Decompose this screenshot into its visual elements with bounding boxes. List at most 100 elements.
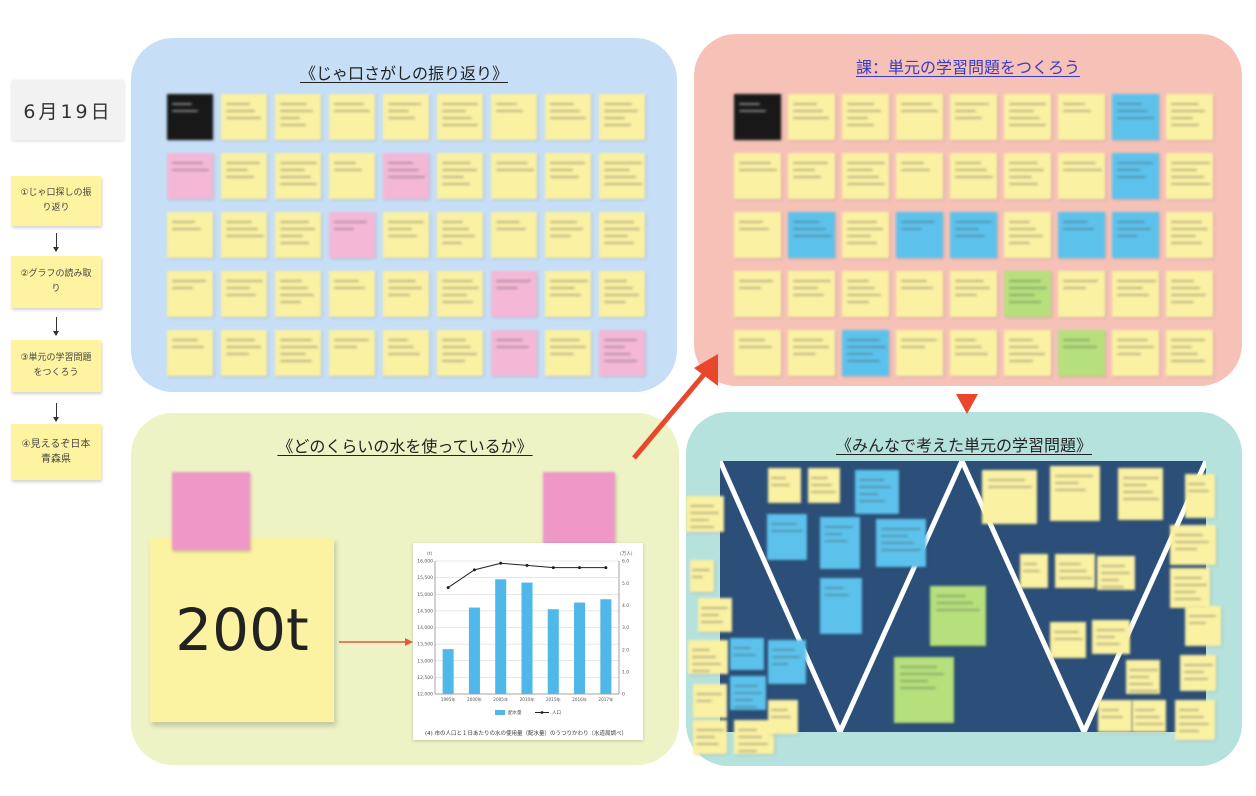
sticky-note[interactable] xyxy=(734,720,774,754)
sticky-note[interactable] xyxy=(167,153,213,199)
sticky-note[interactable] xyxy=(329,94,375,140)
sticky-note[interactable] xyxy=(950,271,997,317)
sticky-note[interactable] xyxy=(167,271,213,317)
sticky-note[interactable] xyxy=(734,153,781,199)
sticky-note[interactable] xyxy=(1092,620,1130,654)
sticky-note[interactable] xyxy=(1112,212,1159,258)
sticky-note[interactable] xyxy=(1097,556,1135,590)
sticky-note[interactable] xyxy=(1004,212,1051,258)
sticky-note[interactable] xyxy=(1050,466,1100,521)
sticky-note[interactable] xyxy=(275,271,321,317)
sticky-note[interactable] xyxy=(950,212,997,258)
flow-step-2[interactable]: ②グラフの読み取り xyxy=(11,256,101,308)
sticky-note[interactable] xyxy=(820,517,860,569)
sticky-note[interactable] xyxy=(275,153,321,199)
sticky-note[interactable] xyxy=(1112,271,1159,317)
sticky-note[interactable] xyxy=(686,496,724,532)
sticky-note[interactable] xyxy=(329,330,375,376)
sticky-note[interactable] xyxy=(1050,622,1086,658)
sticky-note[interactable] xyxy=(167,212,213,258)
sticky-note[interactable] xyxy=(437,271,483,317)
sticky-note[interactable] xyxy=(491,153,537,199)
sticky-note[interactable] xyxy=(1058,271,1105,317)
sticky-note[interactable] xyxy=(221,212,267,258)
sticky-note[interactable] xyxy=(734,94,781,140)
sticky-note[interactable] xyxy=(599,271,645,317)
sticky-note[interactable] xyxy=(491,94,537,140)
flow-step-4[interactable]: ④見えるぞ日本 青森県 xyxy=(11,424,101,480)
sticky-note[interactable] xyxy=(842,153,889,199)
sticky-note[interactable] xyxy=(275,94,321,140)
sticky-note[interactable] xyxy=(545,153,591,199)
sticky-note[interactable] xyxy=(734,330,781,376)
sticky-note[interactable] xyxy=(842,94,889,140)
amount-sticky-note[interactable]: 200t xyxy=(150,538,334,722)
sticky-note[interactable] xyxy=(545,212,591,258)
sticky-note[interactable] xyxy=(1185,474,1215,518)
sticky-note[interactable] xyxy=(383,94,429,140)
sticky-note[interactable] xyxy=(491,212,537,258)
sticky-note[interactable] xyxy=(1058,212,1105,258)
sticky-note[interactable] xyxy=(599,94,645,140)
sticky-note[interactable] xyxy=(768,468,801,503)
pink-sticky-note[interactable] xyxy=(172,472,250,550)
sticky-note[interactable] xyxy=(1058,94,1105,140)
sticky-note[interactable] xyxy=(275,212,321,258)
problem-panel-title[interactable]: 課：単元の学習問題をつくろう xyxy=(855,58,1080,77)
sticky-note[interactable] xyxy=(1132,700,1166,732)
sticky-note[interactable] xyxy=(1098,700,1132,732)
sticky-note[interactable] xyxy=(1004,271,1051,317)
sticky-note[interactable] xyxy=(1004,330,1051,376)
sticky-note[interactable] xyxy=(1118,468,1163,520)
sticky-note[interactable] xyxy=(1170,568,1210,608)
sticky-note[interactable] xyxy=(437,94,483,140)
flow-step-1[interactable]: ①じゃ口探しの振り返り xyxy=(11,176,101,226)
sticky-note[interactable] xyxy=(491,271,537,317)
sticky-note[interactable] xyxy=(1058,330,1105,376)
sticky-note[interactable] xyxy=(221,271,267,317)
sticky-note[interactable] xyxy=(383,212,429,258)
date-card[interactable]: 6月19日 xyxy=(12,80,124,140)
sticky-note[interactable] xyxy=(698,598,732,632)
sticky-note[interactable] xyxy=(950,330,997,376)
sticky-note[interactable] xyxy=(1004,94,1051,140)
pink-sticky-note[interactable] xyxy=(543,472,615,544)
sticky-note[interactable] xyxy=(1166,94,1213,140)
sticky-note[interactable] xyxy=(896,271,943,317)
sticky-note[interactable] xyxy=(1166,330,1213,376)
sticky-note[interactable] xyxy=(599,153,645,199)
sticky-note[interactable] xyxy=(1170,525,1216,565)
sticky-note[interactable] xyxy=(1185,606,1221,646)
sticky-note[interactable] xyxy=(437,153,483,199)
sticky-note[interactable] xyxy=(221,153,267,199)
sticky-note[interactable] xyxy=(693,720,727,754)
sticky-note[interactable] xyxy=(734,271,781,317)
sticky-note[interactable] xyxy=(329,153,375,199)
sticky-note[interactable] xyxy=(221,94,267,140)
sticky-note[interactable] xyxy=(1112,330,1159,376)
sticky-note[interactable] xyxy=(329,271,375,317)
sticky-note[interactable] xyxy=(842,271,889,317)
sticky-note[interactable] xyxy=(1126,660,1160,694)
sticky-note[interactable] xyxy=(950,94,997,140)
sticky-note[interactable] xyxy=(876,519,926,567)
sticky-note[interactable] xyxy=(894,657,954,723)
sticky-note[interactable] xyxy=(768,640,806,684)
sticky-note[interactable] xyxy=(545,330,591,376)
sticky-note[interactable] xyxy=(693,684,727,718)
sticky-note[interactable] xyxy=(690,560,714,592)
sticky-note[interactable] xyxy=(896,94,943,140)
sticky-note[interactable] xyxy=(1175,700,1215,740)
sticky-note[interactable] xyxy=(599,330,645,376)
sticky-note[interactable] xyxy=(383,153,429,199)
sticky-note[interactable] xyxy=(820,578,862,634)
sticky-note[interactable] xyxy=(788,330,835,376)
sticky-note[interactable] xyxy=(768,700,798,734)
sticky-note[interactable] xyxy=(982,470,1037,524)
sticky-note[interactable] xyxy=(545,271,591,317)
sticky-note[interactable] xyxy=(1166,212,1213,258)
reflection-panel[interactable]: 《じゃ口さがしの振り返り》 xyxy=(131,38,677,392)
sticky-note[interactable] xyxy=(930,586,986,646)
sticky-note[interactable] xyxy=(1004,153,1051,199)
